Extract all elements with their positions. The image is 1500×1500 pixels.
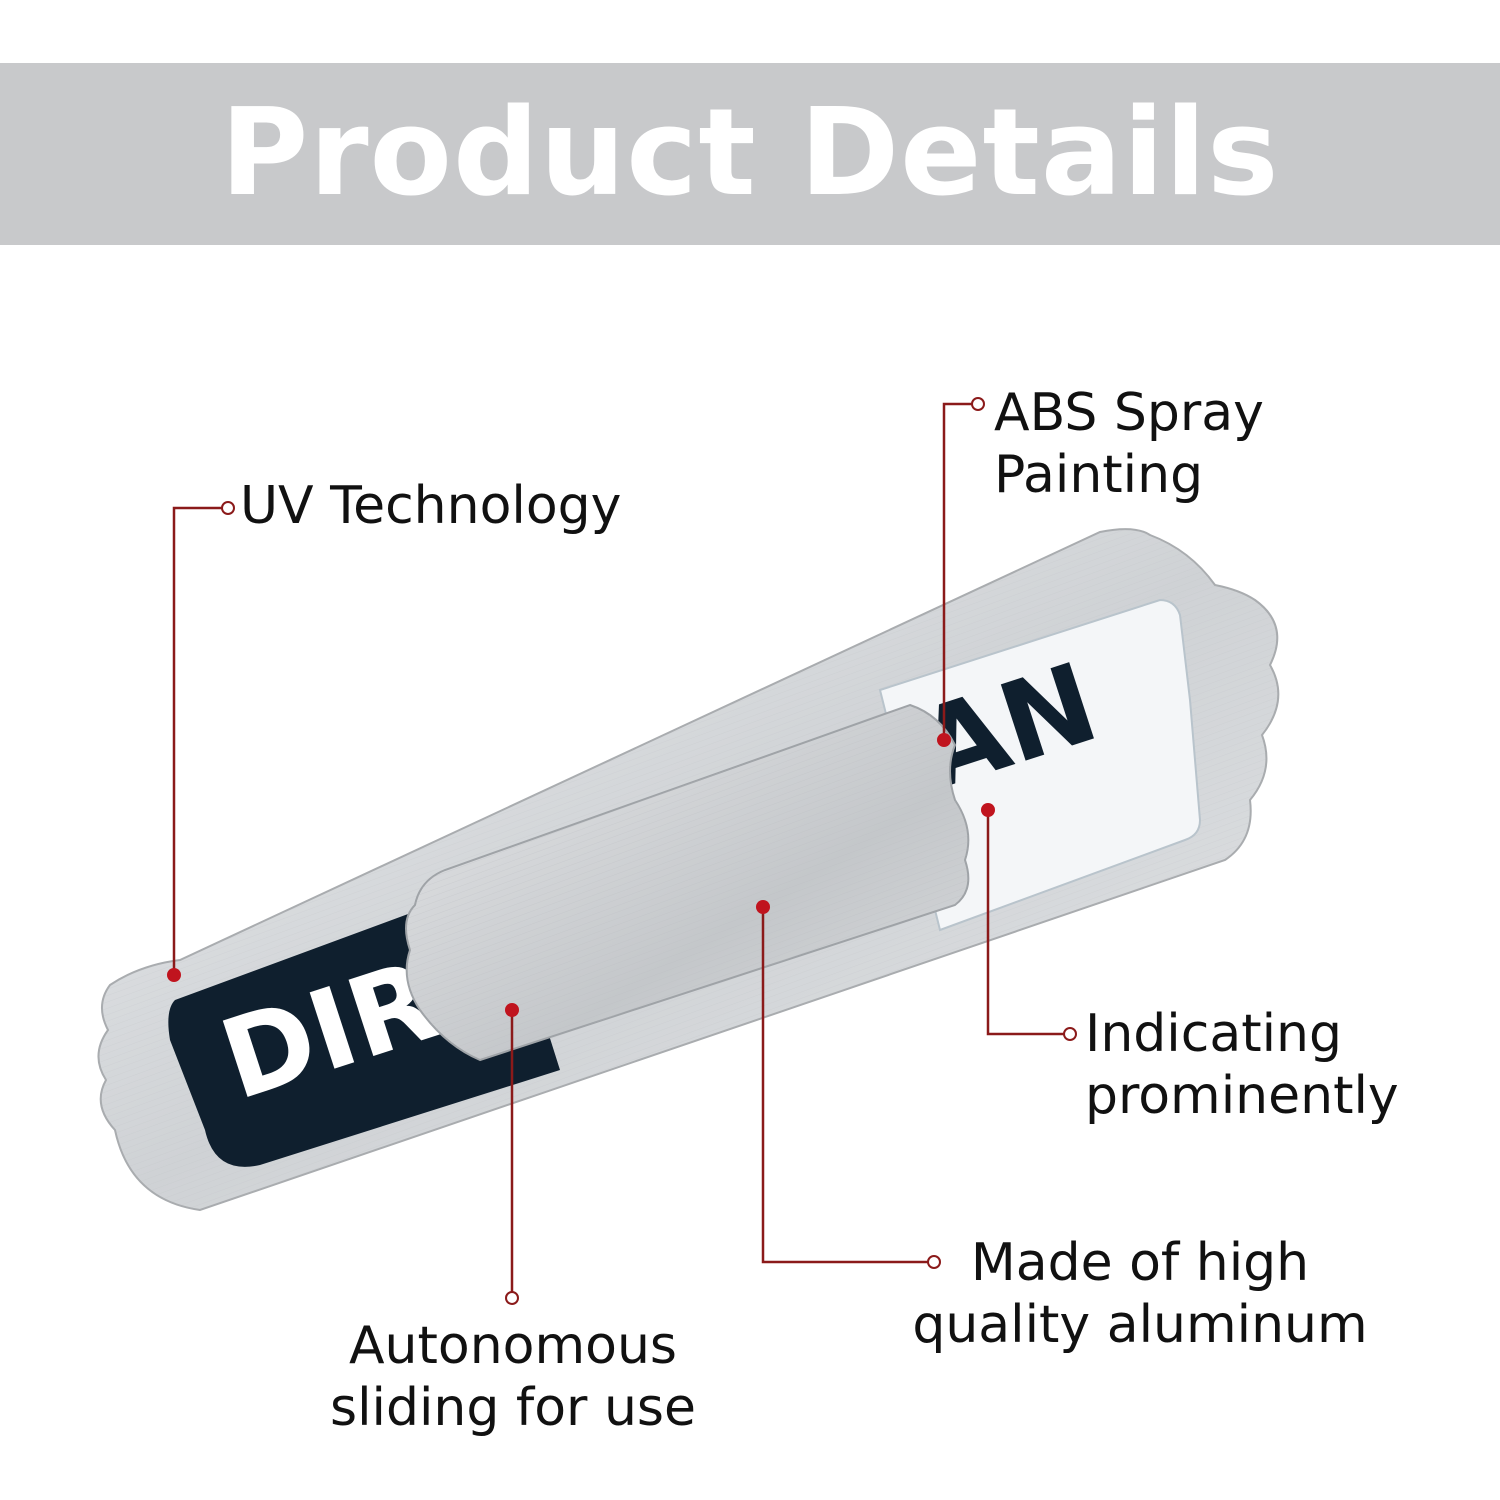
callout-abs-spray: ABS Spray Painting [994,382,1264,506]
callout-line-uv [172,506,222,975]
callout-uv-line1: UV Technology [240,476,622,536]
callout-line-abs [942,402,972,740]
callout-autonomous-line2: sliding for use [329,1378,696,1438]
callout-made-of: Made of high quality aluminum [900,1232,1380,1356]
callout-made-line2: quality aluminum [912,1295,1368,1355]
dot-autonomous [505,1003,519,1017]
ring-made [927,1255,941,1269]
callout-indicating: Indicating prominently [1085,1003,1399,1127]
dot-abs [937,733,951,747]
dot-indicating [981,803,995,817]
callout-abs-line1: ABS Spray [994,383,1264,443]
callout-lines [172,402,1064,1292]
callout-abs-line2: Painting [994,445,1204,505]
callout-made-line1: Made of high [970,1233,1310,1293]
header-band [0,63,1500,245]
callout-indicating-line2: prominently [1085,1066,1399,1126]
callout-indicating-line1: Indicating [1085,1004,1343,1064]
ring-uv [221,501,235,515]
dot-uv [167,968,181,982]
ring-abs [971,397,985,411]
callout-autonomous-line1: Autonomous [348,1316,678,1376]
ring-autonomous [505,1291,519,1305]
callout-end-rings [221,397,1077,1305]
callout-uv-technology: UV Technology [240,475,621,537]
callout-dots [167,733,995,1017]
callout-line-made [761,907,928,1264]
dot-made [756,900,770,914]
callout-autonomous: Autonomous sliding for use [313,1315,713,1439]
page-title: Product Details [220,84,1280,223]
ring-indicating [1063,1027,1077,1041]
callout-line-indicating [986,810,1064,1036]
